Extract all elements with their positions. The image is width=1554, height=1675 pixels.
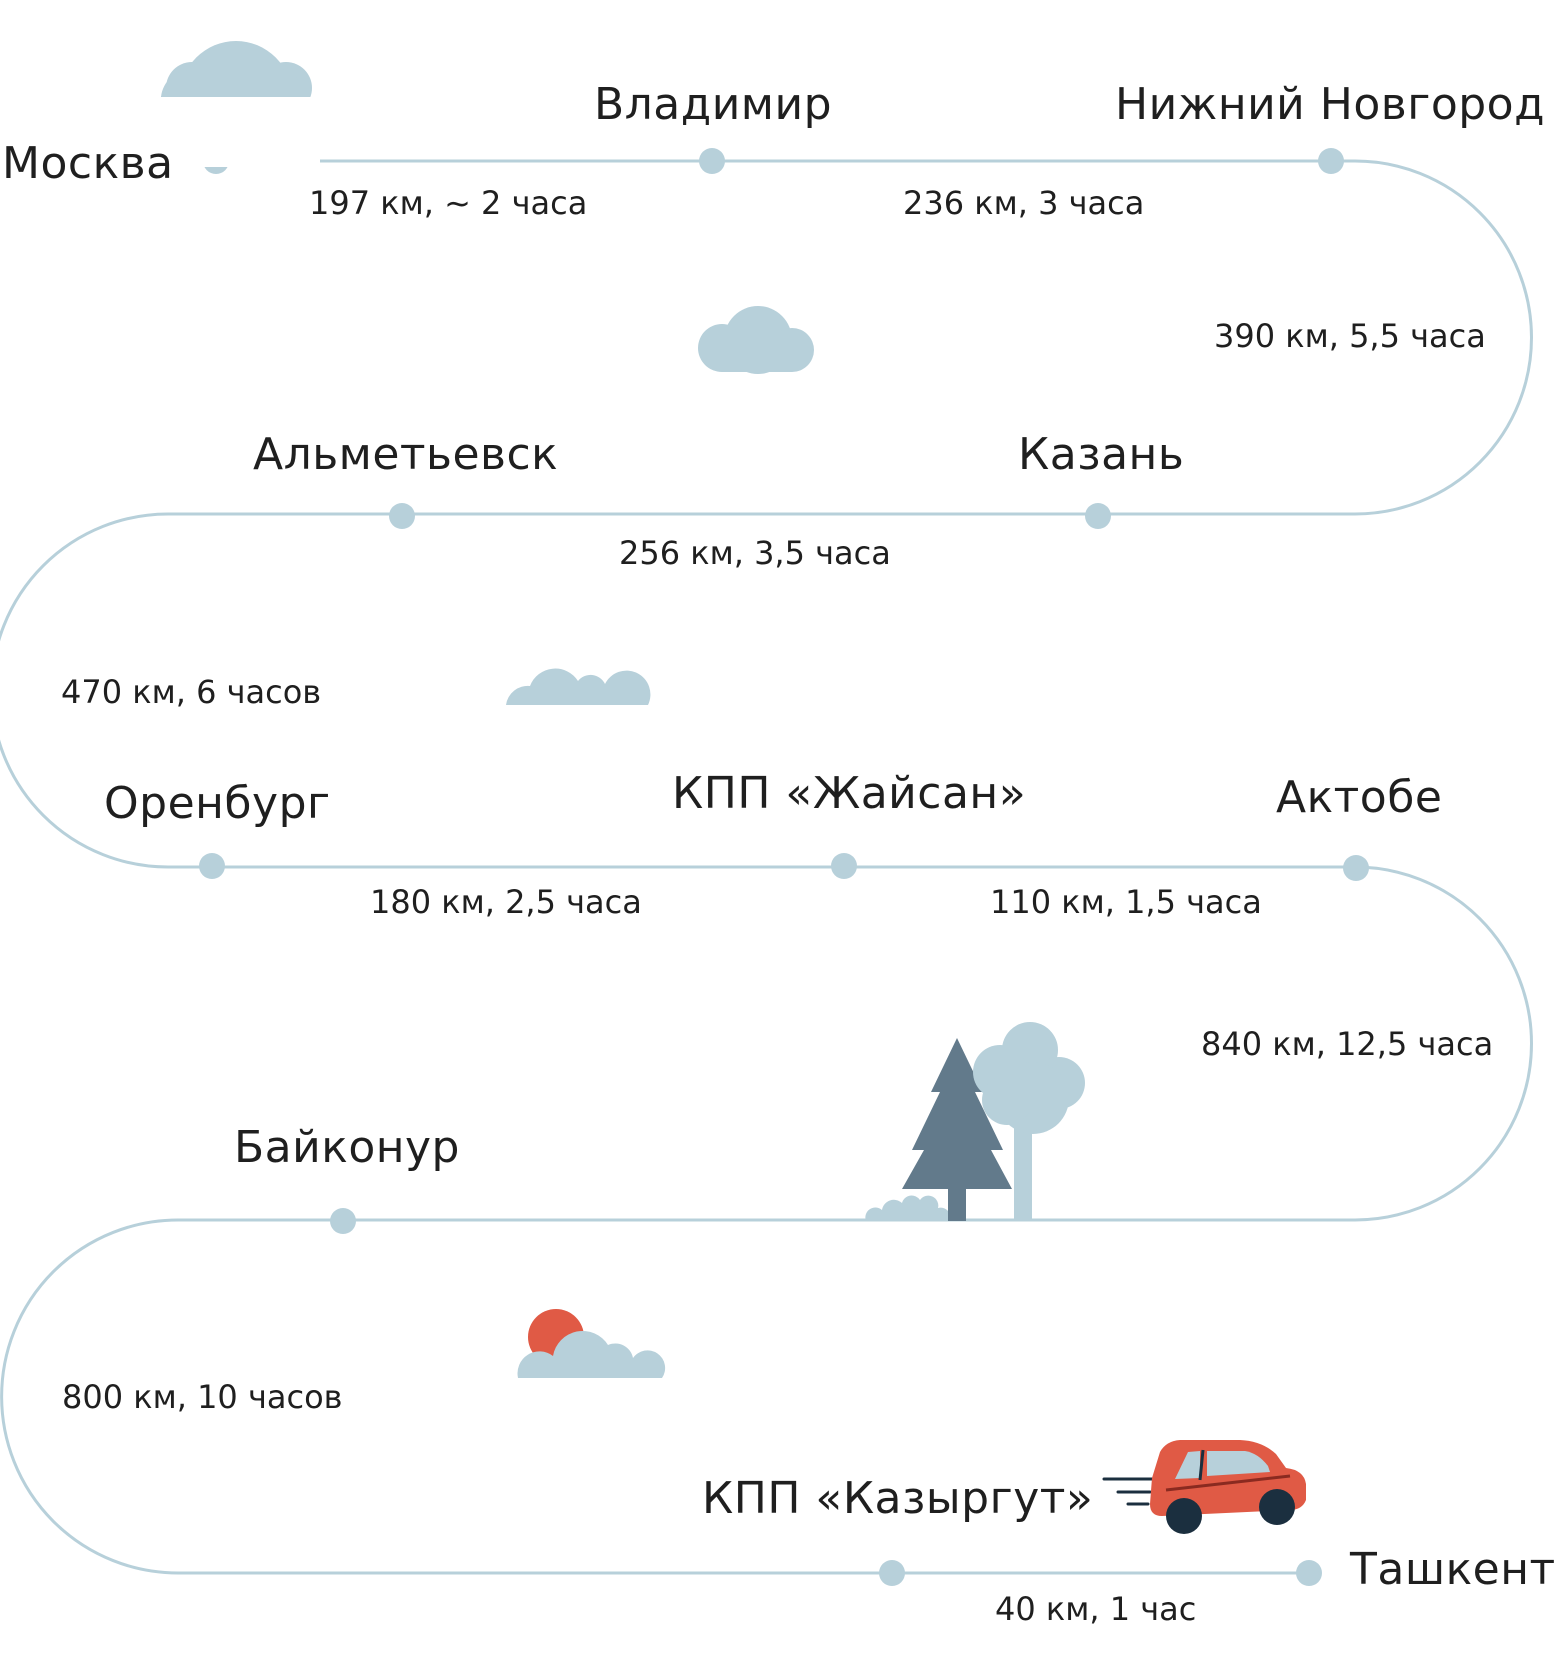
stop-label-baikonur: Байконур [234, 1122, 460, 1173]
leg-label-vladimir-nizhny: 236 км, 3 часа [903, 184, 1145, 222]
stop-label-almetyevsk: Альметьевск [253, 429, 559, 480]
stop-dot-zhaisan [831, 853, 857, 879]
spruce-icon [902, 1038, 1012, 1221]
cloud-icon [517, 1330, 666, 1378]
stop-label-tashkent: Ташкент [1350, 1544, 1554, 1595]
leg-label-almetyevsk-orenburg: 470 км, 6 часов [61, 673, 322, 711]
stop-dot-baikonur [330, 1208, 356, 1234]
stop-dots [199, 148, 1369, 1586]
tree-icon [973, 1022, 1085, 1221]
speed-lines-icon [1102, 1477, 1157, 1506]
stop-label-moskva: Москва [2, 138, 174, 189]
leg-label-kazygurt-tashkent: 40 км, 1 час [995, 1590, 1197, 1628]
stop-label-kazan: Казань [1018, 429, 1185, 480]
cloud-icon [506, 668, 651, 705]
route-line [0, 159, 1533, 1575]
stop-dot-vladimir [699, 148, 725, 174]
stop-label-vladimir: Владимир [594, 79, 833, 130]
stop-dot-tashkent [1296, 1560, 1322, 1586]
leg-label-kazan-almetyevsk: 256 км, 3,5 часа [619, 534, 891, 572]
stop-dot-aktobe [1343, 855, 1369, 881]
cloud-icon [161, 42, 304, 97]
stop-dot-orenburg [199, 853, 225, 879]
stop-label-aktobe: Актобе [1276, 772, 1443, 823]
stop-dot-kazan [1085, 503, 1111, 529]
leg-label-orenburg-zhaisan: 180 км, 2,5 часа [370, 883, 642, 921]
stop-label-nizhny-novgorod: Нижний Новгород [1115, 79, 1546, 130]
leg-label-baikonur-kazygurt: 800 км, 10 часов [62, 1378, 343, 1416]
stop-label-orenburg: Оренбург [104, 778, 331, 829]
stop-dot-kazygurt [879, 1560, 905, 1586]
leg-label-aktobe-baikonur: 840 км, 12,5 часа [1201, 1025, 1494, 1063]
cloud-icon [698, 306, 814, 374]
stop-label-kpp-zhaisan: КПП «Жайсан» [672, 768, 1027, 819]
leg-label-zhaisan-aktobe: 110 км, 1,5 часа [990, 883, 1262, 921]
stop-dot-almetyevsk [389, 503, 415, 529]
cloud-base-mask [140, 97, 320, 167]
stop-label-kpp-kazygurt: КПП «Казыргут» [702, 1473, 1094, 1524]
leg-label-nizhny-kazan: 390 км, 5,5 часа [1214, 317, 1486, 355]
stop-dot-nizhny [1318, 148, 1344, 174]
car-icon [1150, 1440, 1306, 1534]
leg-label-moskva-vladimir: 197 км, ~ 2 часа [309, 184, 588, 222]
bush-icon [865, 1195, 951, 1221]
